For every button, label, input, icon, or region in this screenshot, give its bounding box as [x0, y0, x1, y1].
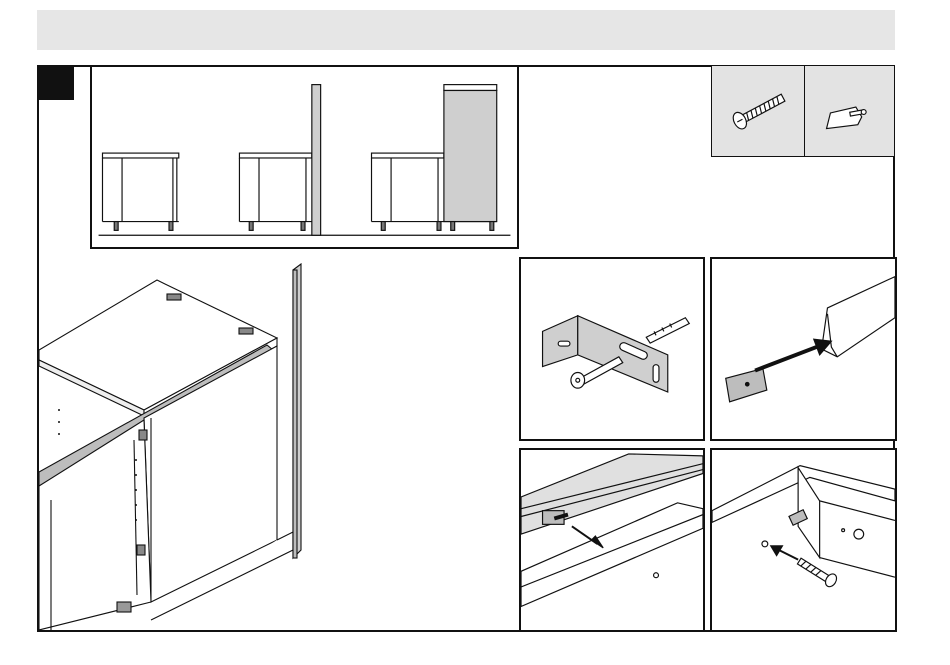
clip-to-rail-illustration: [712, 259, 895, 439]
hardware-plate-box: [804, 65, 895, 157]
pin-insert-illustration: [521, 450, 703, 630]
step-number: [37, 65, 74, 100]
cabinet-1: [102, 153, 178, 230]
pin-detail-panel: [519, 448, 705, 632]
cabinet-sequence-illustration: [92, 67, 517, 247]
main-assembly-illustration: [39, 250, 518, 630]
overview-panel: [90, 65, 519, 249]
connector-plate-icon: [805, 66, 894, 156]
cabinet-3: [372, 85, 497, 231]
bracket-detail-panel: [519, 257, 705, 441]
cabinet-worktop-assembly-illustration: [39, 250, 518, 630]
hardware-screw-box: [711, 65, 805, 157]
header-bar: [37, 10, 895, 50]
clip-detail-panel: [710, 257, 897, 441]
step-badge: [37, 65, 74, 100]
screw-icon: [712, 66, 804, 156]
screw-detail-panel: [710, 448, 897, 632]
angle-bracket-kit-illustration: [521, 259, 703, 439]
cabinet-2: [239, 85, 320, 236]
screw-insert-illustration: [712, 450, 895, 630]
